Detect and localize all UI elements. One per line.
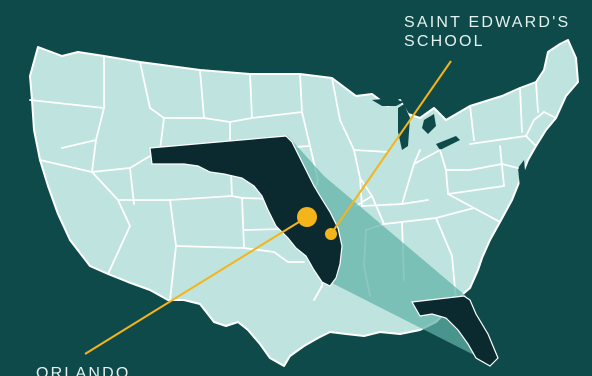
school-label: SAINT EDWARD'S SCHOOL [404, 13, 570, 51]
school-label-line1: SAINT EDWARD'S [404, 14, 571, 31]
school-label-line2: SCHOOL [404, 33, 485, 50]
lake-michigan [398, 104, 410, 150]
florida-enlarged [149, 135, 343, 287]
city-label: ORLANDO [36, 365, 131, 376]
orlando-marker [297, 207, 317, 227]
school-marker [325, 228, 337, 240]
chesapeake-bay [518, 160, 526, 188]
lake-erie [436, 136, 460, 150]
orlando-leader-line [84, 216, 308, 355]
lake-huron [422, 114, 436, 134]
school-leader-line [330, 60, 452, 235]
lake-superior [372, 98, 404, 106]
florida-outline-small [411, 295, 499, 367]
